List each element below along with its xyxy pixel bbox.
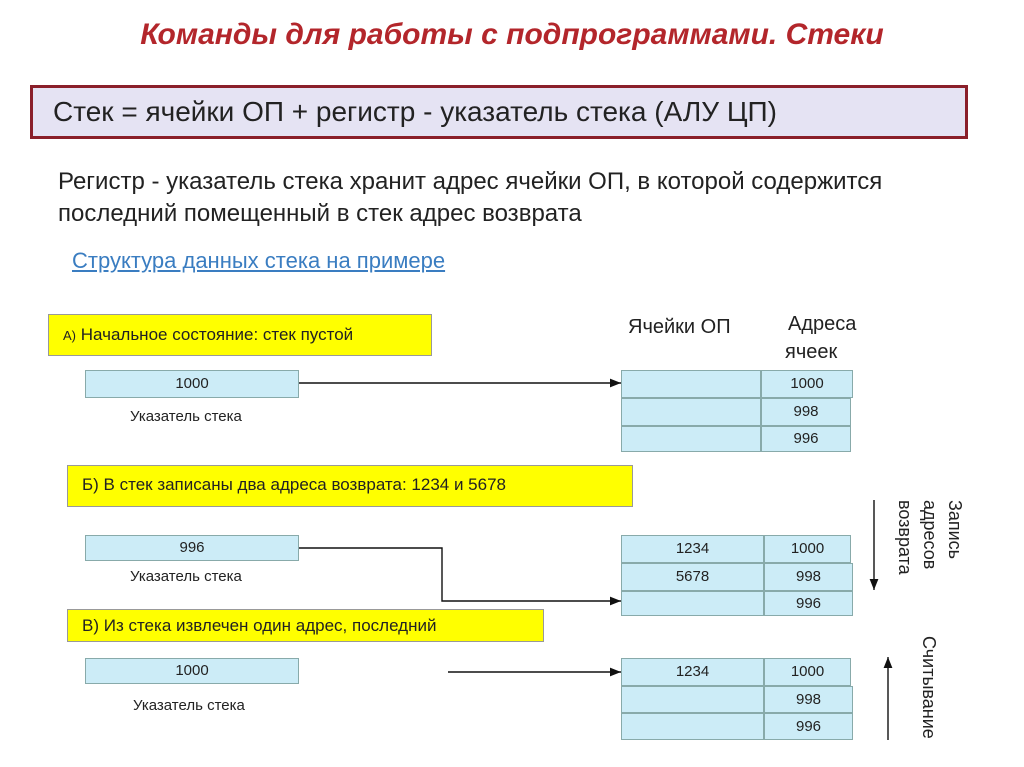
read-label: Считывание bbox=[919, 636, 939, 739]
state-a-label: А) Начальное состояние: стек пустой bbox=[48, 314, 432, 356]
stack-pointer-b-label: Указатель стека bbox=[130, 568, 242, 585]
memory-cell-a-2 bbox=[621, 398, 761, 426]
address-c-3: 996 bbox=[764, 713, 853, 740]
state-b-label: Б) В стек записаны два адреса возврата: … bbox=[67, 465, 633, 507]
address-b-3: 996 bbox=[764, 591, 853, 616]
example-link[interactable]: Структура данных стека на примере bbox=[72, 248, 446, 273]
addresses-header-line2: ячеек bbox=[785, 341, 838, 363]
address-a-2: 998 bbox=[761, 398, 851, 426]
address-a-3: 996 bbox=[761, 426, 851, 452]
write-label-line3: возврата bbox=[895, 500, 915, 575]
state-a-prefix: А) bbox=[63, 328, 76, 343]
write-label-line1: Запись bbox=[945, 500, 965, 560]
memory-cell-b-1: 1234 bbox=[621, 535, 764, 563]
memory-cell-b-2: 5678 bbox=[621, 563, 764, 591]
addresses-header-line1: Адреса bbox=[788, 313, 857, 335]
write-label-line2: адресов bbox=[920, 500, 940, 570]
address-c-2: 998 bbox=[764, 686, 853, 713]
memory-cell-a-3 bbox=[621, 426, 761, 452]
state-a-text: Начальное состояние: стек пустой bbox=[80, 325, 354, 344]
state-c-label: В) Из стека извлечен один адрес, последн… bbox=[67, 609, 544, 642]
memory-cell-b-3 bbox=[621, 591, 764, 616]
pointer-b-arrow bbox=[299, 547, 621, 606]
address-a-1: 1000 bbox=[761, 370, 853, 398]
memory-cell-c-1: 1234 bbox=[621, 658, 764, 686]
page-title: Команды для работы с подпрограммами. Сте… bbox=[140, 18, 884, 51]
address-c-1: 1000 bbox=[764, 658, 851, 686]
cells-header: Ячейки ОП bbox=[628, 316, 731, 338]
stack-pointer-a-label: Указатель стека bbox=[130, 408, 242, 425]
stack-pointer-c-label: Указатель стека bbox=[133, 697, 245, 714]
memory-cell-a-1 bbox=[621, 370, 761, 398]
address-b-2: 998 bbox=[764, 563, 853, 591]
description-text: Регистр - указатель стека хранит адрес я… bbox=[58, 168, 883, 227]
address-b-1: 1000 bbox=[764, 535, 851, 563]
stack-pointer-c: 1000 bbox=[85, 658, 299, 684]
memory-cell-c-2 bbox=[621, 686, 764, 713]
memory-cell-c-3 bbox=[621, 713, 764, 740]
stack-pointer-b: 996 bbox=[85, 535, 299, 561]
definition-box: Стек = ячейки ОП + регистр - указатель с… bbox=[30, 85, 968, 139]
stack-pointer-a: 1000 bbox=[85, 370, 299, 398]
